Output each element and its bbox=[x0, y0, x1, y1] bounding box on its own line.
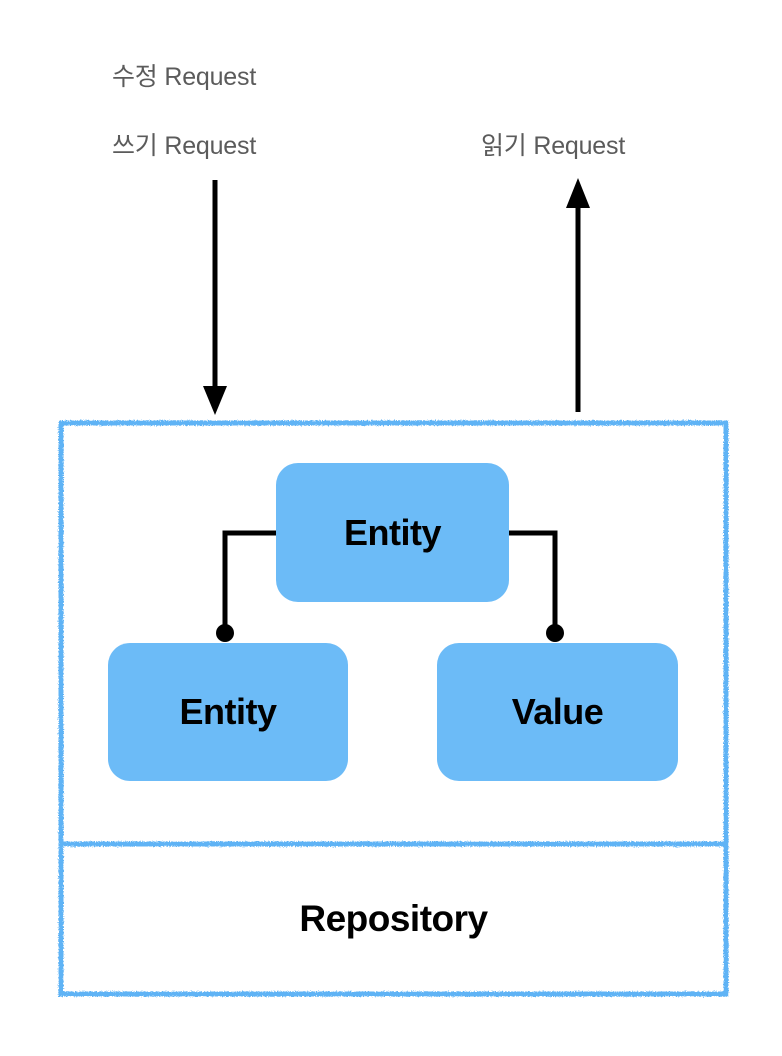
child-value-box[interactable]: Value bbox=[437, 643, 678, 781]
connector-root-to-value bbox=[509, 530, 564, 642]
child-value-label: Value bbox=[511, 691, 604, 732]
connector-root-to-entity bbox=[216, 530, 276, 642]
read-request-arrow bbox=[566, 178, 590, 412]
child-entity-label: Entity bbox=[179, 691, 277, 732]
aggregate-root-entity-label: Entity bbox=[343, 511, 442, 553]
read-request-label: 읽기 Request bbox=[481, 132, 626, 160]
repository-label-text: Repository bbox=[299, 898, 488, 939]
repository-section[interactable]: Repository bbox=[60, 843, 727, 995]
modify-request-label: 수정 Request bbox=[112, 63, 257, 91]
child-entity-box[interactable]: Entity bbox=[108, 643, 348, 781]
write-request-label: 쓰기 Request bbox=[112, 132, 257, 160]
write-request-arrow bbox=[203, 180, 227, 415]
aggregate-root-entity-box[interactable]: Entity bbox=[276, 463, 509, 602]
